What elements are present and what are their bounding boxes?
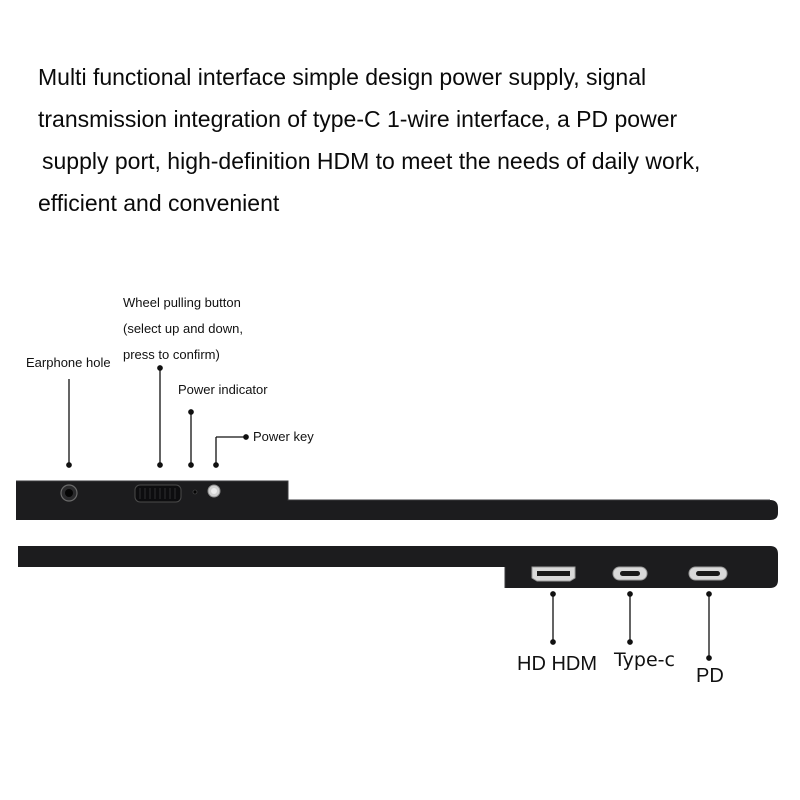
wheel-button-label-line-3: press to confirm) [123,347,220,362]
monitor-bottom-edge [18,546,778,588]
headline-line-2: transmission integration of type-C 1-wir… [38,106,678,132]
leader-lines-bottom [550,591,712,661]
wheel-button-label-line-2: (select up and down, [123,321,243,336]
pd-label: PD [696,665,724,687]
power-indicator-label: Power indicator [178,382,268,397]
headline-line-4: efficient and convenient [38,190,280,216]
power-key-icon [207,484,221,498]
power-key-label: Power key [253,429,314,444]
hd-hdm-label: HD HDM [517,653,597,675]
type-c-port-icon [612,566,648,581]
wheel-button-label: Wheel pulling button (select up and down… [123,290,243,368]
headline-line-3: supply port, high-definition HDM to meet… [42,148,701,174]
wheel-button-icon [134,484,182,503]
headline-text: Multi functional interface simple design… [38,56,778,224]
power-indicator-icon [192,489,198,495]
leader-lines-top [66,365,249,468]
earphone-hole-label: Earphone hole [26,355,111,370]
wheel-button-label-line-1: Wheel pulling button [123,295,241,310]
type-c-label: Type-c [614,649,675,671]
hdmi-port-icon [531,566,576,582]
headline-line-1: Multi functional interface simple design… [38,64,647,90]
earphone-jack-icon [60,484,78,502]
pd-port-icon [688,566,728,581]
